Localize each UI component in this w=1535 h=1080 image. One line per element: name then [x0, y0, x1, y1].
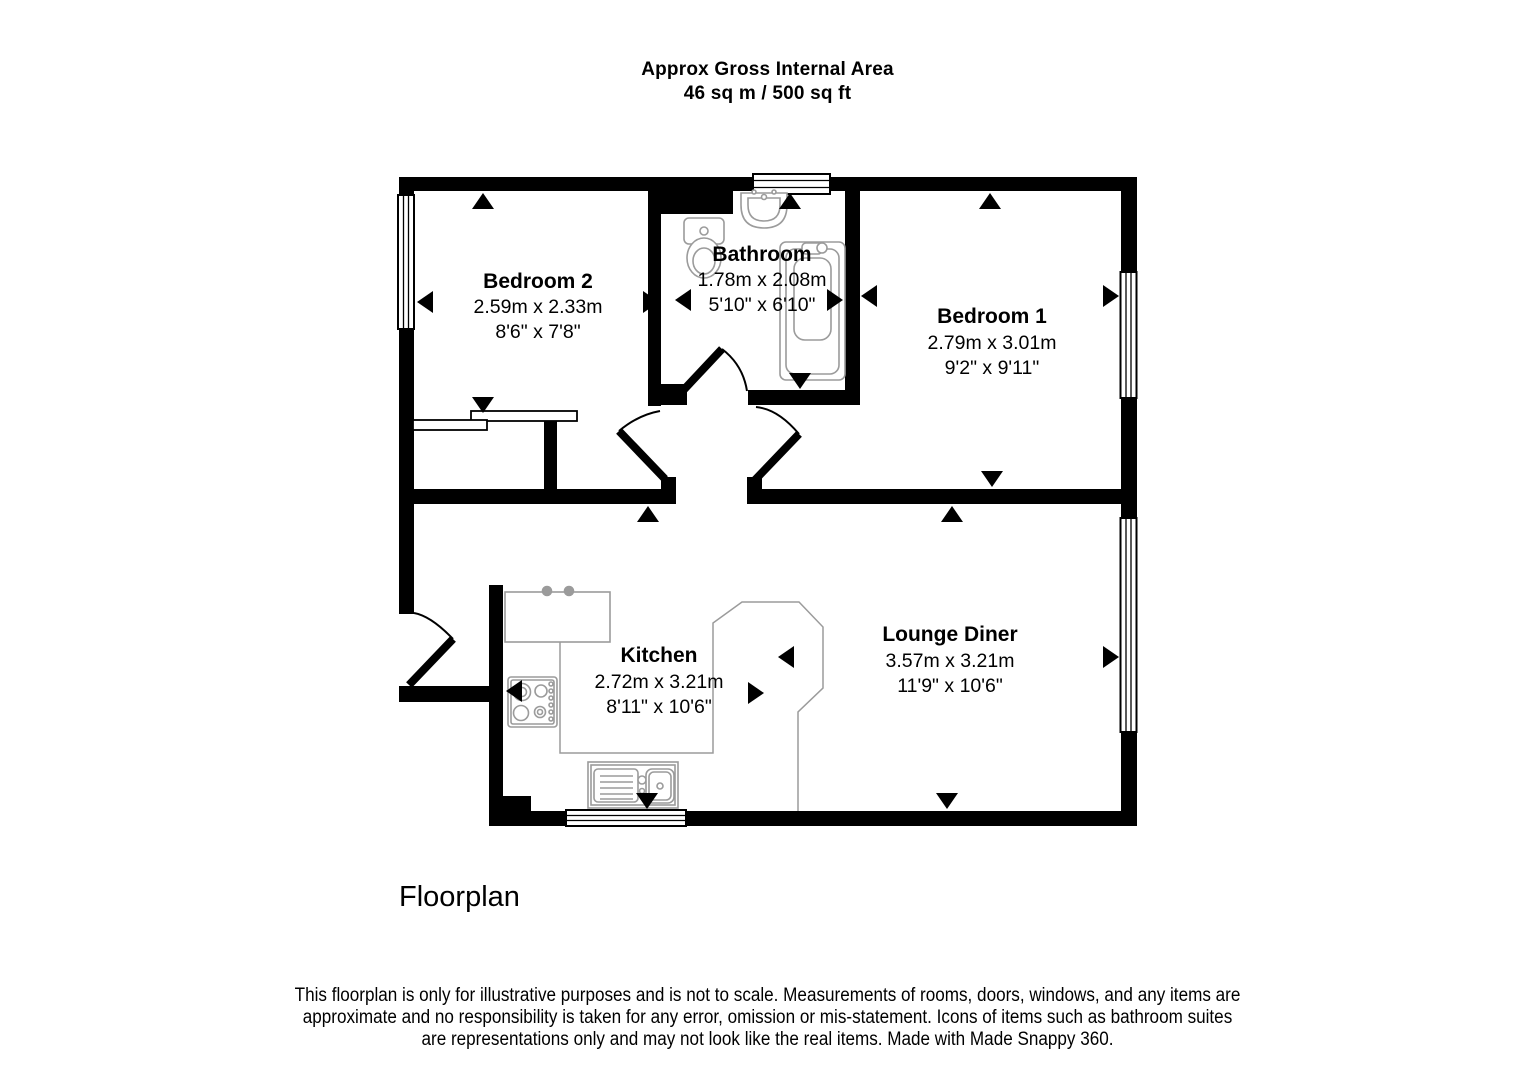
arrow-down-icon: [636, 793, 658, 809]
room-label-bedroom2: Bedroom 2: [483, 270, 593, 293]
floorplan-caption: Floorplan: [399, 881, 520, 913]
room-label-bedroom1: Bedroom 1: [937, 305, 1047, 328]
room-imperial-bathroom: 5'10" x 6'10": [709, 294, 816, 316]
measurement-arrows: [417, 193, 1119, 809]
window-lounge: [1119, 517, 1138, 733]
arrow-left-icon: [778, 646, 794, 668]
room-metric-bedroom1: 2.79m x 3.01m: [928, 332, 1057, 354]
room-imperial-kitchen: 8'11" x 10'6": [606, 696, 712, 718]
wall-bedroom2-right-foot: [648, 384, 687, 405]
arrow-right-icon: [1103, 646, 1119, 668]
room-metric-bathroom: 1.78m x 2.08m: [698, 269, 827, 291]
arrow-left-icon: [506, 680, 522, 702]
wall-jamb-hall-left: [661, 477, 676, 504]
window-bedroom1: [1119, 271, 1138, 399]
room-label-kitchen: Kitchen: [620, 644, 697, 667]
window-bedroom2: [397, 194, 415, 330]
arrow-down-icon: [472, 397, 494, 413]
arrow-right-icon: [1103, 285, 1119, 307]
disclaimer-line-3: are representations only and may not loo…: [421, 1029, 1114, 1050]
door-entrance: [406, 612, 456, 688]
wall-bathroom-bottom: [748, 390, 860, 405]
bathtub-icon: [779, 241, 846, 381]
window-kitchen: [565, 809, 687, 827]
doors: [406, 346, 802, 688]
room-label-bathroom: Bathroom: [712, 243, 811, 266]
disclaimer-text: This floorplan is only for illustrative …: [77, 985, 1459, 1051]
arrow-right-icon: [827, 289, 843, 311]
arrow-right-icon: [748, 682, 764, 704]
gross-internal-area-title: Approx Gross Internal Area: [641, 59, 894, 80]
door-bedroom1: [751, 406, 802, 484]
room-metric-lounge: 3.57m x 3.21m: [886, 650, 1015, 672]
room-labels: Bedroom 2 2.59m x 2.33m 8'6" x 7'8" Bath…: [474, 243, 1057, 718]
window-bathroom: [752, 173, 831, 195]
gross-internal-area-value: 46 sq m / 500 sq ft: [683, 83, 852, 104]
wall-left-above-window: [399, 177, 414, 197]
wall-wardrobe: [544, 414, 557, 504]
arrow-left-icon: [675, 289, 691, 311]
arrow-up-icon: [979, 193, 1001, 209]
basin-icon: [740, 189, 788, 229]
wall-entry-stub: [399, 686, 503, 702]
fixtures: [504, 189, 846, 809]
wall-kitchen-left: [489, 585, 503, 826]
wall-bathroom-boxing: [661, 177, 733, 214]
arrow-up-icon: [941, 506, 963, 522]
wardrobe-sliding-doors: [412, 410, 578, 431]
arrow-left-icon: [417, 291, 433, 313]
wall-bathroom-right: [845, 177, 860, 404]
wall-kitchen-step: [503, 796, 531, 812]
toilet-icon: [683, 217, 725, 279]
kitchen-counter: [504, 585, 611, 643]
room-imperial-lounge: 11'9" x 10'6": [897, 675, 1003, 697]
wall-jamb-hall-right: [747, 477, 762, 504]
door-bedroom2: [616, 410, 668, 482]
room-imperial-bedroom1: 9'2" x 9'11": [945, 357, 1040, 379]
arrow-down-icon: [789, 373, 811, 389]
windows: [397, 173, 1138, 827]
disclaimer-line-2: approximate and no responsibility is tak…: [302, 1007, 1233, 1028]
arrow-up-icon: [779, 193, 801, 209]
room-metric-kitchen: 2.72m x 3.21m: [595, 671, 724, 693]
wall-mid-right: [747, 489, 1137, 504]
disclaimer-line-1: This floorplan is only for illustrative …: [294, 985, 1241, 1006]
arrow-down-icon: [981, 471, 1003, 487]
wall-mid-left: [399, 489, 676, 504]
arrow-down-icon: [936, 793, 958, 809]
kitchen-dining-outline: [559, 601, 824, 811]
arrow-left-icon: [861, 285, 877, 307]
kitchen-sink-icon: [587, 761, 679, 809]
arrow-up-icon: [637, 506, 659, 522]
room-metric-bedroom2: 2.59m x 2.33m: [474, 296, 603, 318]
door-bathroom: [674, 346, 748, 400]
room-imperial-bedroom2: 8'6" x 7'8": [495, 321, 580, 343]
arrow-up-icon: [472, 193, 494, 209]
hob-icon: [507, 676, 558, 728]
room-label-lounge: Lounge Diner: [882, 623, 1017, 646]
arrow-right-icon: [643, 291, 659, 313]
wall-left: [399, 329, 414, 614]
wall-bedroom2-right: [648, 177, 661, 406]
